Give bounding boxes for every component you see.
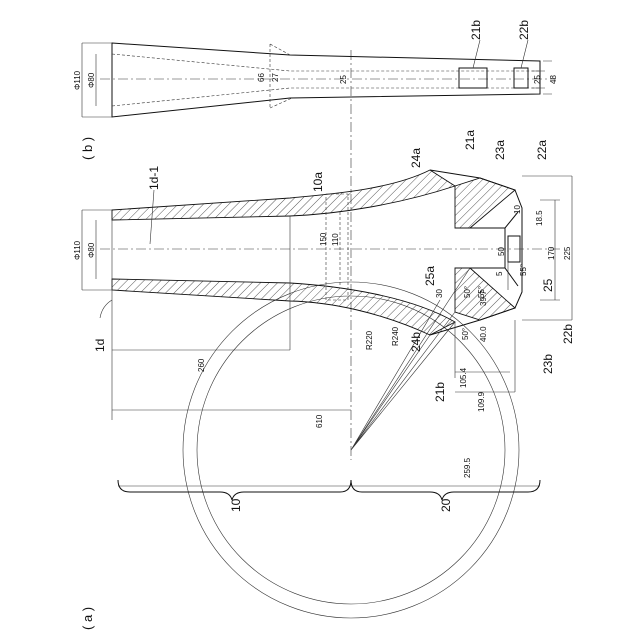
dim-105-4: 105.4 (459, 367, 468, 388)
label-22a: 22a (535, 140, 549, 160)
panel-b-label-21b: 21b (469, 20, 483, 40)
dim-5: 5 (495, 271, 504, 276)
panel-b-label-22b: 22b (517, 20, 531, 40)
label-10a: 10a (311, 172, 325, 192)
dim-18-5: 18.5 (535, 210, 544, 226)
label-24b: 24b (409, 332, 423, 352)
panel-b-27: 27 (271, 73, 280, 82)
label-25a: 25a (423, 266, 437, 286)
dim-260: 260 (197, 358, 206, 372)
label-23a: 23a (493, 140, 507, 160)
dim-259-5: 259.5 (463, 457, 472, 478)
dim-55deg-b: 55° (519, 264, 528, 276)
panel-b-25a: 25 (339, 75, 348, 84)
nozzle-block-21a (455, 178, 515, 228)
dim-50deg-b: 50° (461, 328, 470, 340)
dim-r240: R240 (391, 326, 400, 346)
panel-b-slot-22b (514, 68, 528, 88)
label-10: 10 (229, 498, 243, 512)
label-21a: 21a (463, 130, 477, 150)
upper-wall (112, 170, 455, 220)
label-21b: 21b (433, 382, 447, 402)
label-1d-1: 1d-1 (147, 166, 161, 190)
label-24a: 24a (409, 148, 423, 168)
dim-phi80: Φ80 (87, 242, 96, 258)
leader-1d (100, 300, 112, 318)
dim-225: 225 (563, 246, 572, 260)
label-22b: 22b (561, 324, 575, 344)
panel-b-outline (112, 43, 540, 117)
dim-39-7: 39.7 (479, 290, 488, 306)
panel-a-dim-lines (112, 176, 572, 486)
dim-170: 170 (547, 246, 556, 260)
panel-b-phi110: Φ110 (73, 70, 82, 90)
dim-50: 50 (497, 247, 506, 256)
dim-610: 610 (315, 414, 324, 428)
panel-a-caption: ( a ) (80, 607, 95, 630)
dim-r220: R220 (365, 330, 374, 350)
dim-10: 10 (513, 205, 522, 214)
panel-b-bore (112, 54, 540, 106)
panel-b-66: 66 (257, 73, 266, 82)
dim-150: 150 (319, 232, 328, 246)
dim-40-0: 40.0 (479, 326, 488, 342)
dim-30: 30 (435, 289, 444, 298)
panel-b: ( b ) Φ110 Φ80 66 27 25 25 48 21b 22b (73, 20, 558, 160)
label-23b: 23b (541, 354, 555, 374)
label-25: 25 (541, 278, 555, 292)
label-1d: 1d (93, 339, 107, 352)
brace-20 (351, 480, 540, 500)
dim-109-9: 109.9 (477, 391, 486, 412)
panel-b-phi80: Φ80 (87, 72, 96, 88)
lower-wall (112, 279, 455, 335)
brace-10 (118, 480, 351, 500)
dim-phi110: Φ110 (73, 240, 82, 260)
dim-110: 110 (331, 233, 340, 246)
label-20: 20 (439, 498, 453, 512)
panel-b-48: 48 (549, 75, 558, 84)
dim-50deg-a: 50° (463, 286, 472, 298)
panel-b-25b: 25 (533, 75, 542, 84)
panel-b-caption: ( b ) (80, 137, 95, 160)
panel-a: ( a ) 1d 1d-1 10a 24 (73, 130, 575, 630)
